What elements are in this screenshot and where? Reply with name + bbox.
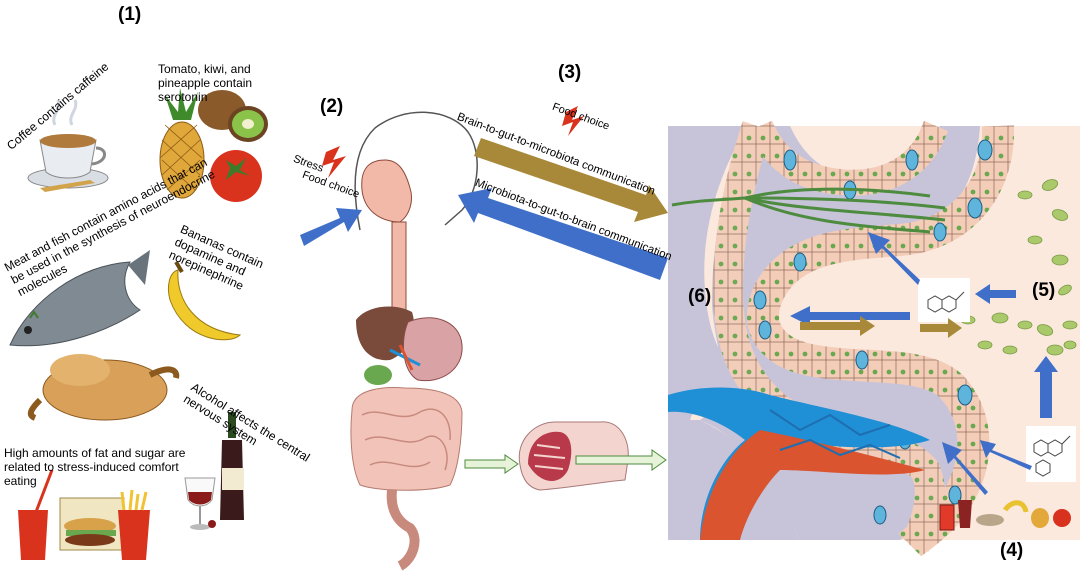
molecule-to-bacteria-arrow [920, 318, 962, 338]
digestive-tract-icon [350, 306, 463, 571]
brain-to-gut-arrow [474, 138, 668, 222]
enteric-nerve [671, 187, 946, 234]
molecule-icon [918, 278, 1076, 482]
marker-6: (6) [688, 286, 712, 307]
wine-bottle-icon [184, 412, 244, 530]
arrows [300, 138, 1058, 495]
bacteria-to-molecule-arrow [975, 284, 1016, 304]
microbiota-to-brain-arrow [458, 188, 668, 280]
marker-5: (5) [1032, 280, 1056, 301]
lamina-to-molecule-arrow [800, 316, 875, 336]
section-to-villus-arrow [575, 449, 667, 471]
marker-4: (4) [1000, 540, 1024, 561]
tract-to-section-arrow [464, 454, 519, 474]
molecule-to-lamina-arrow [790, 306, 910, 326]
coffee-cup-icon [27, 99, 109, 192]
head-icon [354, 111, 478, 318]
lightning-icon [322, 146, 346, 178]
banana-icon [167, 260, 242, 341]
tomato-icon [210, 150, 262, 202]
food-intake-arrow [300, 208, 362, 246]
fruits-label: Tomato, kiwi, and pineapple contain sero… [158, 62, 253, 104]
fat-sugar-label: High amounts of fat and sugar are relate… [4, 446, 186, 488]
pineapple-icon [159, 88, 205, 199]
bacteria-icon [960, 179, 1078, 356]
roast-chicken-icon [27, 354, 180, 421]
molecule-to-nerve-arrow [868, 232, 920, 285]
capillary-network [668, 387, 930, 540]
fast-food-icon [18, 469, 150, 560]
villus-panel [668, 120, 1080, 557]
marker-2: (2) [320, 96, 344, 117]
food-to-molecule-arrow [1034, 356, 1058, 418]
lightning-icon [562, 106, 584, 136]
mini-food-icons [939, 500, 1071, 531]
molecule-to-vessel-arrow [980, 440, 1032, 470]
fish-icon [9, 250, 150, 347]
intestine-section-icon [518, 421, 629, 491]
food-to-capillary-arrow [942, 442, 988, 495]
kiwi-icon [198, 90, 268, 142]
marker-1: (1) [118, 4, 142, 25]
marker-3: (3) [558, 62, 582, 83]
